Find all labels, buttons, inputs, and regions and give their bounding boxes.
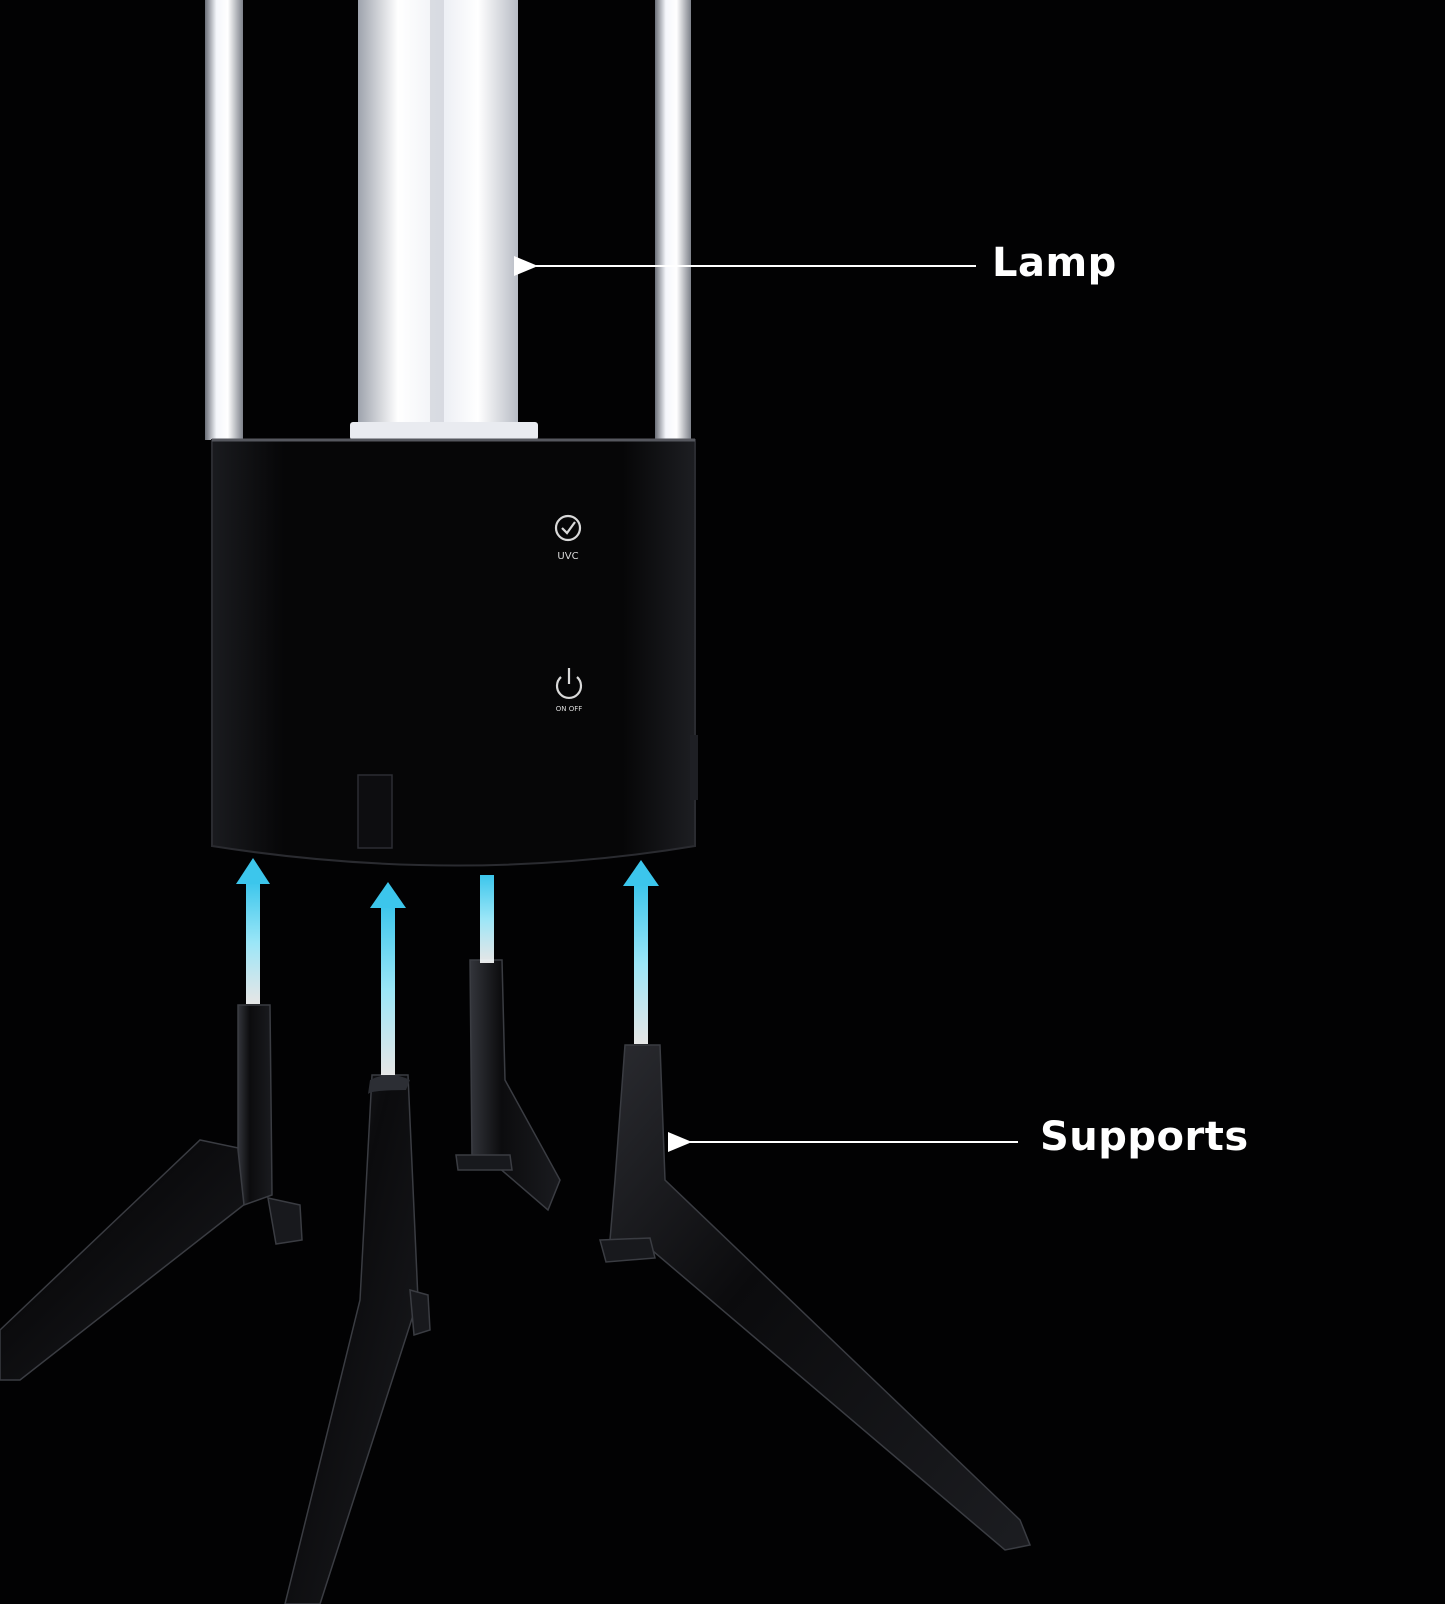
lamp-housing: UVC ON OFF — [211, 438, 698, 867]
arrow-up-icon — [236, 858, 270, 1004]
lamp-label: Lamp — [992, 240, 1117, 286]
lamp-post-guide — [480, 875, 494, 963]
housing-slot — [357, 774, 393, 849]
tube-collar — [350, 422, 538, 440]
supports-label: Supports — [1040, 1114, 1249, 1160]
power-icon — [555, 676, 583, 699]
support-right — [599, 1044, 1032, 1551]
lamp-tube-right — [655, 0, 691, 440]
arrow-up-icon — [370, 882, 406, 1075]
insertion-arrows — [236, 858, 659, 1075]
lamp-tube-left — [205, 0, 243, 440]
support-front — [284, 1074, 431, 1604]
supports — [0, 959, 1032, 1604]
uvc-caption: UVC — [557, 551, 578, 562]
uvc-button[interactable]: UVC — [554, 514, 582, 562]
power-button[interactable]: ON OFF — [556, 668, 583, 713]
clock-check-icon — [554, 514, 582, 542]
support-left — [0, 1004, 303, 1381]
support-back — [455, 959, 561, 1212]
power-caption: ON OFF — [556, 705, 583, 713]
uv-lamp-tubes — [205, 0, 691, 440]
arrow-up-icon — [623, 860, 659, 1044]
